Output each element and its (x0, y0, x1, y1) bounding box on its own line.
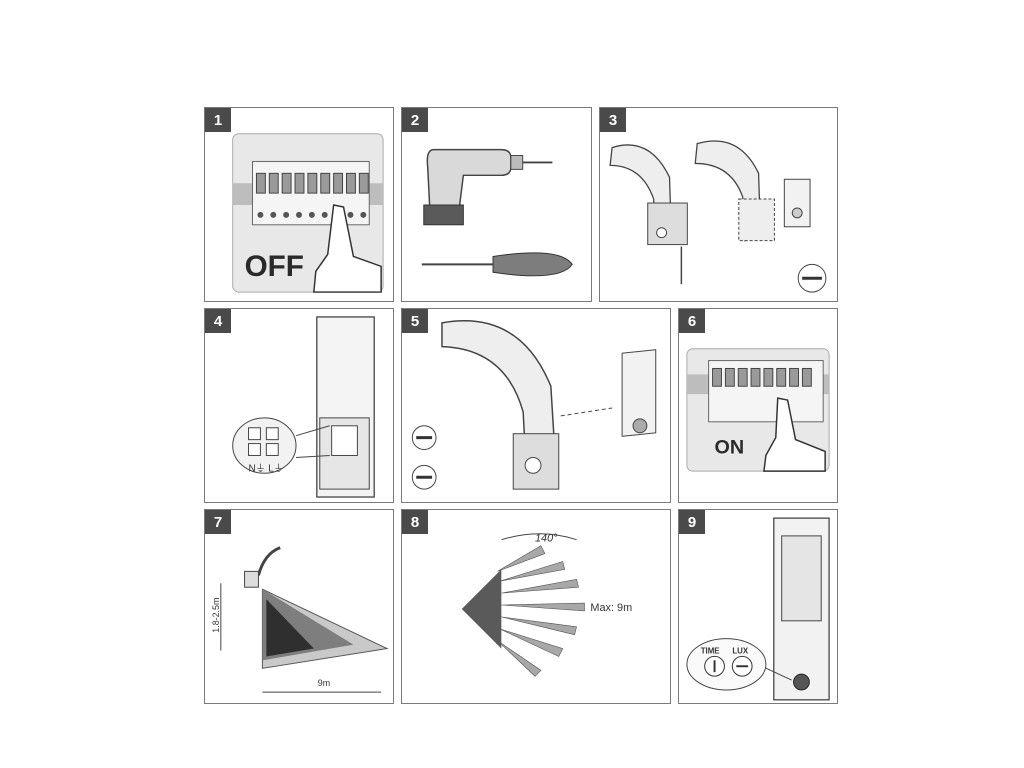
step-4-panel: 4 N⏚ L⏚ (204, 308, 394, 503)
breaker-on-illustration: ON (686, 348, 830, 472)
lamp-right (694, 140, 811, 242)
step-number: 5 (402, 309, 428, 333)
step-1-panel: 1 OFF (204, 107, 394, 302)
hand-icon (763, 397, 826, 472)
terminal-block (248, 427, 279, 456)
step-6-panel: 6 ON (678, 308, 838, 503)
lux-label: LUX (732, 646, 749, 655)
screw-icon (411, 425, 437, 451)
hand-icon (313, 204, 382, 293)
tools-illustration (421, 148, 573, 277)
step-9-panel: 9 TIME LUX (678, 509, 838, 704)
distance-label: 9m (318, 678, 330, 688)
step-number: 2 (402, 108, 428, 132)
mounting-illustration (411, 320, 657, 490)
angle-label: 140° (535, 533, 558, 545)
step-number: 3 (600, 108, 626, 132)
wiring-illustration: N⏚ L⏚ (232, 316, 375, 498)
step-7-panel: 7 1.8-2.5m 9m (204, 509, 394, 704)
terminal-labels: N⏚ L⏚ (249, 462, 284, 474)
step-5-panel: 5 (401, 308, 671, 503)
detection-height-illustration: 1.8-2.5m 9m (211, 546, 389, 693)
step-number: 6 (679, 309, 705, 333)
step-number: 9 (679, 510, 705, 534)
screw-icon (797, 263, 827, 293)
on-label: ON (715, 436, 745, 458)
height-label: 1.8-2.5m (211, 598, 221, 633)
step-number: 8 (402, 510, 428, 534)
drill-icon (423, 148, 553, 226)
lamp-disassembly-illustration (609, 140, 827, 293)
step-number: 7 (205, 510, 231, 534)
sensor-rays (497, 545, 585, 677)
time-dial-icon (704, 655, 725, 677)
detection-angle-illustration: 140° Max: 9m (461, 533, 632, 677)
anchor-icon (411, 464, 437, 490)
range-label: Max: 9m (590, 602, 632, 614)
breaker-off-illustration: OFF (232, 133, 384, 293)
lamp-left (609, 144, 688, 285)
step-number: 1 (205, 108, 231, 132)
step-number: 4 (205, 309, 231, 333)
screwdriver-icon (421, 252, 573, 277)
step-3-panel: 3 (599, 107, 838, 302)
step-8-panel: 8 140° Max: 9m (401, 509, 671, 704)
lux-dial-icon (731, 655, 753, 677)
dial-zoom (686, 638, 767, 691)
sensor-adjustment-illustration: TIME LUX (686, 517, 830, 701)
off-label: OFF (245, 250, 304, 283)
step-2-panel: 2 (401, 107, 592, 302)
time-label: TIME (701, 646, 720, 655)
